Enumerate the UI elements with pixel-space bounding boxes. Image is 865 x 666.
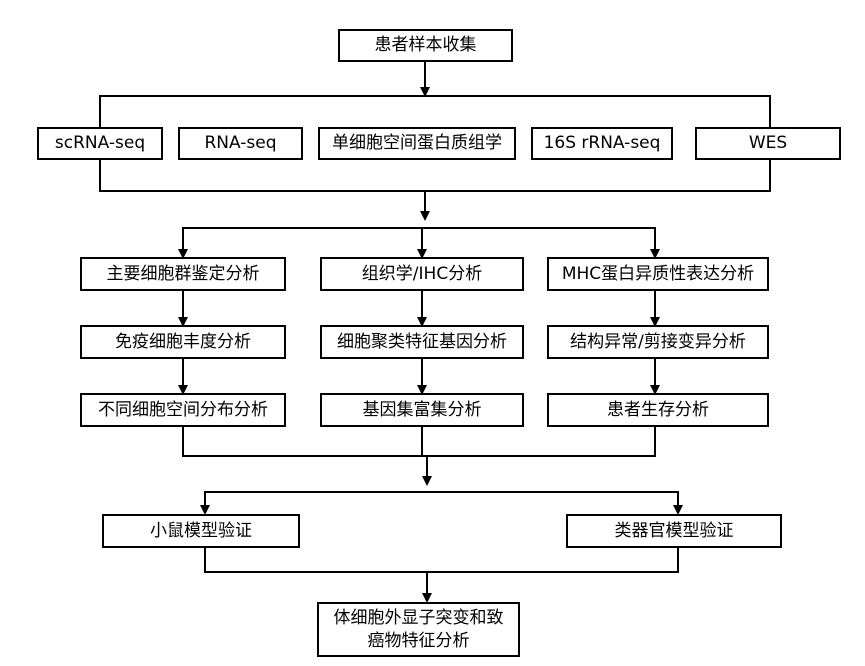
- branch-line-2: [204, 491, 679, 513]
- left-step-3: 不同细胞空间分布分析: [80, 393, 286, 427]
- right-step-3: 患者生存分析: [547, 393, 769, 427]
- final-analysis-box: 体细胞外显子突变和致 癌物特征分析: [317, 602, 520, 657]
- merge-line-2: [204, 547, 679, 573]
- method-box-spatial-proteomics: 单细胞空间蛋白质组学: [318, 127, 516, 160]
- right-step-2: 结构异常/剪接变异分析: [547, 325, 769, 359]
- methods-frame-bottom: [99, 160, 771, 192]
- branch-line-1: [182, 227, 656, 257]
- middle-step-1: 组织学/IHC分析: [320, 257, 524, 291]
- validation-mouse-box: 小鼠模型验证: [102, 514, 300, 548]
- left-step-1: 主要细胞群鉴定分析: [80, 257, 286, 291]
- method-box-wes: WES: [695, 127, 841, 160]
- method-box-scrna-seq: scRNA-seq: [37, 127, 163, 160]
- method-box-16s-rrna-seq: 16S rRNA-seq: [531, 127, 673, 160]
- sample-collection-box: 患者样本收集: [338, 29, 513, 62]
- middle-step-3: 基因集富集分析: [320, 393, 524, 427]
- right-step-1: MHC蛋白异质性表达分析: [547, 257, 769, 291]
- middle-step-2: 细胞聚类特征基因分析: [320, 325, 524, 359]
- validation-organoid-box: 类器官模型验证: [566, 514, 782, 548]
- methods-frame-top: [99, 95, 771, 128]
- left-step-2: 免疫细胞丰度分析: [80, 325, 286, 359]
- method-box-rna-seq: RNA-seq: [178, 127, 303, 160]
- merge-line-1: [182, 426, 656, 457]
